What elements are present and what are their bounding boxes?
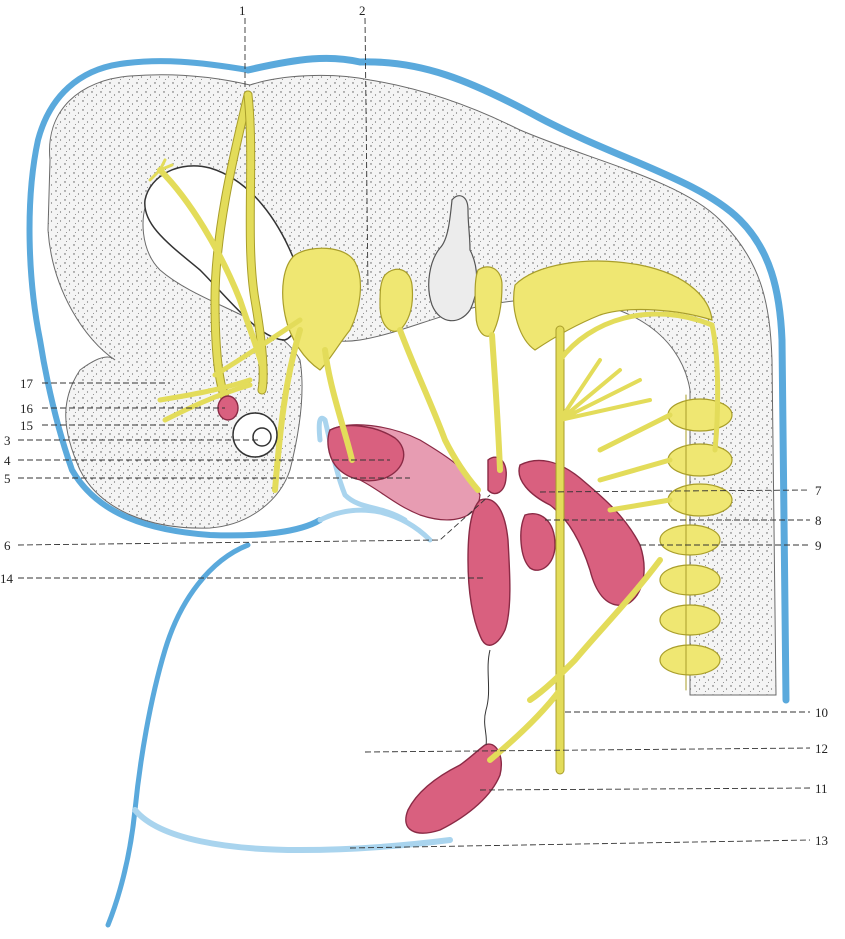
- number-labels: 1 2 17 16 15 3 4 5 6 14 7 8 9 10 12 11 1…: [0, 3, 828, 848]
- label-16: 16: [20, 401, 34, 416]
- label-13: 13: [815, 833, 828, 848]
- leader-lines: [17, 17, 811, 849]
- label-10: 10: [815, 705, 828, 720]
- label-8: 8: [815, 513, 822, 528]
- label-1: 1: [239, 3, 246, 18]
- muscle-masses: [327, 424, 645, 834]
- label-15: 15: [20, 418, 33, 433]
- label-6: 6: [4, 538, 11, 553]
- label-4: 4: [4, 453, 11, 468]
- label-12: 12: [815, 741, 828, 756]
- cranial-nerves: [148, 90, 721, 775]
- spinal-ganglia: [659, 394, 733, 691]
- eye: [217, 395, 278, 458]
- label-17: 17: [20, 376, 34, 391]
- label-11: 11: [815, 781, 828, 796]
- label-5: 5: [4, 471, 11, 486]
- label-7: 7: [815, 483, 822, 498]
- label-2: 2: [359, 3, 366, 18]
- label-14: 14: [0, 571, 14, 586]
- neural-tube-brain: [47, 74, 777, 696]
- label-9: 9: [815, 538, 822, 553]
- label-3: 3: [4, 433, 11, 448]
